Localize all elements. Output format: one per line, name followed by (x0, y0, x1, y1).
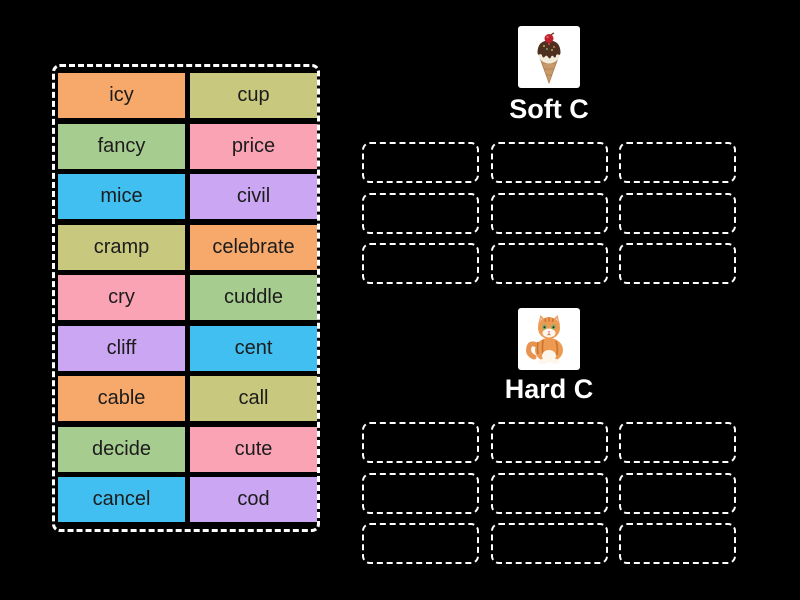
word-tile-cramp[interactable]: cramp (58, 224, 185, 270)
drop-slot[interactable] (619, 422, 736, 463)
drop-slot[interactable] (490, 192, 608, 234)
word-tile-icy[interactable]: icy (58, 73, 185, 118)
drop-slot[interactable] (490, 142, 608, 183)
word-tile-cute[interactable]: cute (190, 426, 317, 472)
drop-slot[interactable] (619, 523, 736, 564)
drop-slot[interactable] (490, 243, 608, 284)
word-tile-cent[interactable]: cent (190, 325, 317, 371)
word-tile-decide[interactable]: decide (58, 426, 185, 472)
drop-slot[interactable] (490, 472, 608, 514)
drop-slot[interactable] (490, 422, 608, 463)
hard-c-title: Hard C (504, 374, 594, 404)
soft-c-title: Soft C (509, 94, 589, 124)
drop-slot[interactable] (490, 523, 608, 564)
hard-c-dropzones (362, 422, 736, 564)
word-tile-cuddle[interactable]: cuddle (190, 275, 317, 320)
word-bank: icy cup fancy price mice civil cramp cel… (52, 64, 320, 532)
word-tile-cliff[interactable]: cliff (58, 325, 185, 371)
word-tile-cry[interactable]: cry (58, 275, 185, 320)
word-tile-celebrate[interactable]: celebrate (190, 224, 317, 270)
soft-c-dropzones (362, 142, 736, 284)
drop-slot[interactable] (619, 243, 736, 284)
drop-slot[interactable] (619, 142, 736, 183)
ice-cream-icon (518, 26, 580, 88)
drop-slot[interactable] (362, 142, 479, 183)
drop-slot[interactable] (362, 472, 479, 514)
drop-slot[interactable] (619, 472, 736, 514)
word-tile-cancel[interactable]: cancel (58, 477, 185, 522)
word-tile-fancy[interactable]: fancy (58, 123, 185, 169)
word-tile-civil[interactable]: civil (190, 174, 317, 219)
word-tile-mice[interactable]: mice (58, 174, 185, 219)
word-tile-price[interactable]: price (190, 123, 317, 169)
drop-slot[interactable] (619, 192, 736, 234)
drop-slot[interactable] (362, 192, 479, 234)
word-tile-call[interactable]: call (190, 376, 317, 421)
word-tile-cup[interactable]: cup (190, 73, 317, 118)
drop-slot[interactable] (362, 523, 479, 564)
word-tile-cable[interactable]: cable (58, 376, 185, 421)
drop-slot[interactable] (362, 422, 479, 463)
word-tile-cod[interactable]: cod (190, 477, 317, 522)
cat-icon (518, 308, 580, 370)
drop-slot[interactable] (362, 243, 479, 284)
